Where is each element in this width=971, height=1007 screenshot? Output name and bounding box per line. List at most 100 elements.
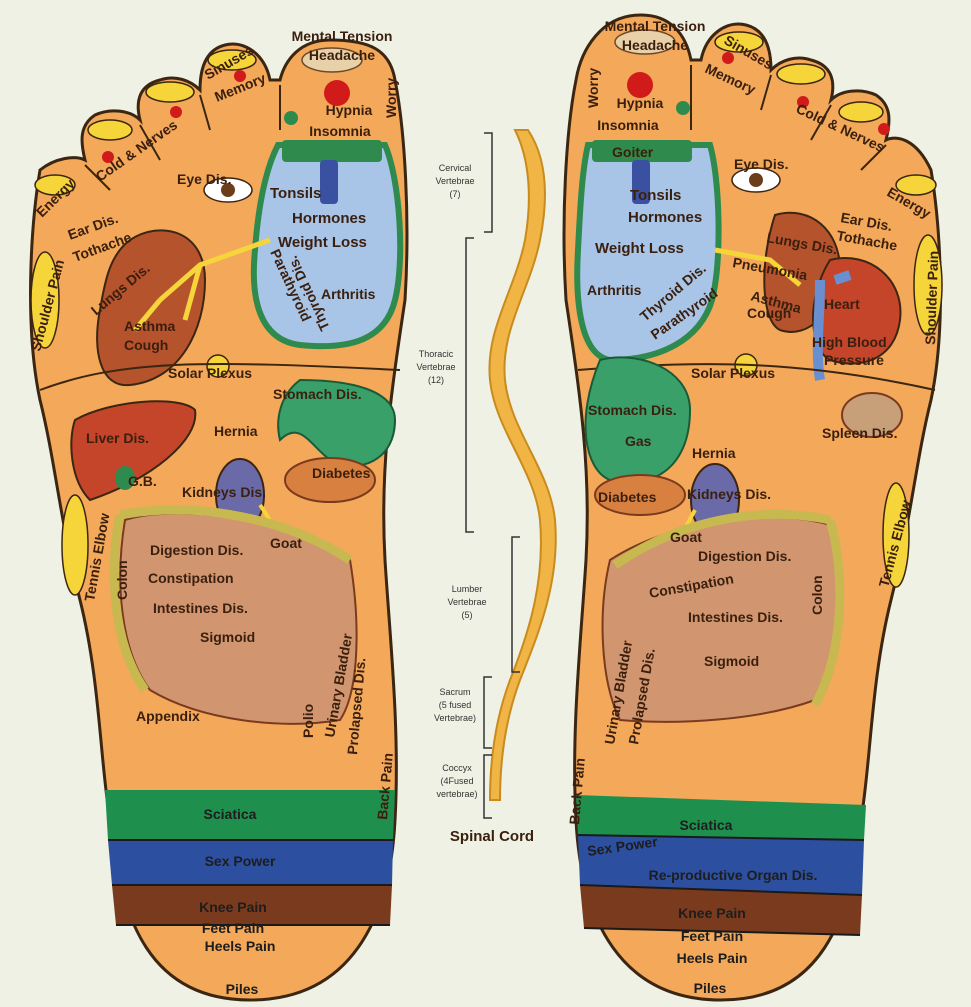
label-diabetes: Diabetes [312,465,371,481]
label-polio: Polio [300,704,316,738]
label-r-feet-pain: Feet Pain [681,928,743,944]
label-insomnia: Insomnia [309,123,371,139]
left-neck-band [282,140,382,162]
label-eye-dis: Eye Dis. [177,171,231,187]
right-eye-pupil-icon [749,173,763,187]
label-r-cough: Cough [747,305,791,321]
label-r-digestion-dis: Digestion Dis. [698,548,791,564]
spine-column [489,130,555,800]
label-sex-power: Sex Power [205,853,276,869]
label-sigmoid: Sigmoid [200,629,255,645]
label-thoracic-3: (12) [428,375,444,385]
label-r-gas: Gas [625,433,652,449]
spine-illustration [466,130,556,818]
label-r-shoulder-pain: Shoulder Pain [922,250,941,345]
label-cough: Cough [124,337,168,353]
spine-title: Spinal Cord [450,828,534,845]
label-r-heart: Heart [824,296,860,312]
label-r-insomnia: Insomnia [597,117,659,133]
label-coccyx-1: Coccyx [442,763,472,773]
label-tonsils: Tonsils [270,185,321,202]
bracket-lumber [512,537,520,672]
right-toe3-tip [777,64,825,84]
spine-labels: Cervical Vertebrae (7) Thoracic Vertebra… [416,163,534,845]
label-r-mental-tension: Mental Tension [605,18,706,34]
label-r-tonsils: Tonsils [630,187,681,204]
label-r-sigmoid: Sigmoid [704,653,759,669]
label-mental-tension: Mental Tension [292,28,393,44]
label-gb: G.B. [128,473,157,489]
label-r-hernia: Hernia [692,445,736,461]
label-hormones: Hormones [292,210,366,227]
label-r-hormones: Hormones [628,209,702,226]
label-hernia: Hernia [214,423,258,439]
label-sacrum-3: Vertebrae) [434,713,476,723]
label-lumber-1: Lumber [452,584,483,594]
label-lumber-2: Vertebrae [447,597,486,607]
label-headache: Headache [309,47,375,63]
label-r-arthritis: Arthritis [587,282,642,298]
label-r-kidneys-dis: Kidneys Dis. [687,486,771,502]
label-appendix: Appendix [136,708,200,724]
label-r-knee-pain: Knee Pain [678,905,746,921]
label-r-reproductive: Re-productive Organ Dis. [649,867,818,883]
label-colon: Colon [114,560,130,600]
label-thoracic-2: Vertebrae [416,362,455,372]
label-arthritis: Arthritis [321,286,376,302]
label-asthma: Asthma [124,318,176,334]
label-digestion-dis: Digestion Dis. [150,542,243,558]
label-r-eye-dis: Eye Dis. [734,156,788,172]
right-toe4-tip [839,102,883,122]
label-r-high-blood: High Blood [812,334,887,350]
right-point-nerves [878,123,890,135]
label-cervical-3: (7) [450,189,461,199]
label-coccyx-3: vertebrae) [436,789,477,799]
label-sacrum-2: (5 fused [439,700,472,710]
label-r-intestines-dis: Intestines Dis. [688,609,783,625]
label-r-weight-loss: Weight Loss [595,240,684,257]
label-heels-pain: Heels Pain [205,938,276,954]
label-r-pressure: Pressure [824,352,884,368]
bracket-sacrum [484,677,492,748]
label-r-stomach-dis: Stomach Dis. [588,402,677,418]
label-r-worry: Worry [585,68,601,108]
left-point-green [284,111,298,125]
label-stomach-dis: Stomach Dis. [273,386,362,402]
label-worry: Worry [383,78,399,118]
label-constipation: Constipation [148,570,234,586]
label-r-colon: Colon [809,575,825,615]
label-cervical-1: Cervical [439,163,472,173]
label-piles: Piles [226,981,259,997]
label-solar-plexus: Solar Plexus [168,365,252,381]
label-lumber-3: (5) [462,610,473,620]
label-r-diabetes: Diabetes [598,489,657,505]
label-kidneys-dis: Kidneys Dis. [182,484,266,500]
left-neck-vertebrae [320,160,338,204]
label-thoracic-1: Thoracic [419,349,454,359]
label-r-spleen-dis: Spleen Dis. [822,425,897,441]
right-point-memory [722,52,734,64]
label-r-piles: Piles [694,980,727,996]
bracket-thoracic [466,238,474,532]
label-liver-dis: Liver Dis. [86,430,149,446]
label-goat: Goat [270,535,302,551]
label-hypnia: Hypnia [326,102,373,118]
label-r-goiter: Goiter [612,144,654,160]
label-r-hypnia: Hypnia [617,95,664,111]
right-stomach [586,357,690,482]
label-weight-loss: Weight Loss [278,234,367,251]
label-r-goat: Goat [670,529,702,545]
left-point-memory [170,106,182,118]
bracket-cervical [484,133,492,232]
label-r-heels-pain: Heels Pain [677,950,748,966]
label-feet-pain: Feet Pain [202,920,264,936]
label-r-headache: Headache [622,37,688,53]
left-toe3-tip [146,82,194,102]
label-cervical-2: Vertebrae [435,176,474,186]
label-r-sciatica: Sciatica [680,817,733,833]
left-toe4-tip [88,120,132,140]
label-sciatica: Sciatica [204,806,257,822]
label-coccyx-2: (4Fused [440,776,473,786]
